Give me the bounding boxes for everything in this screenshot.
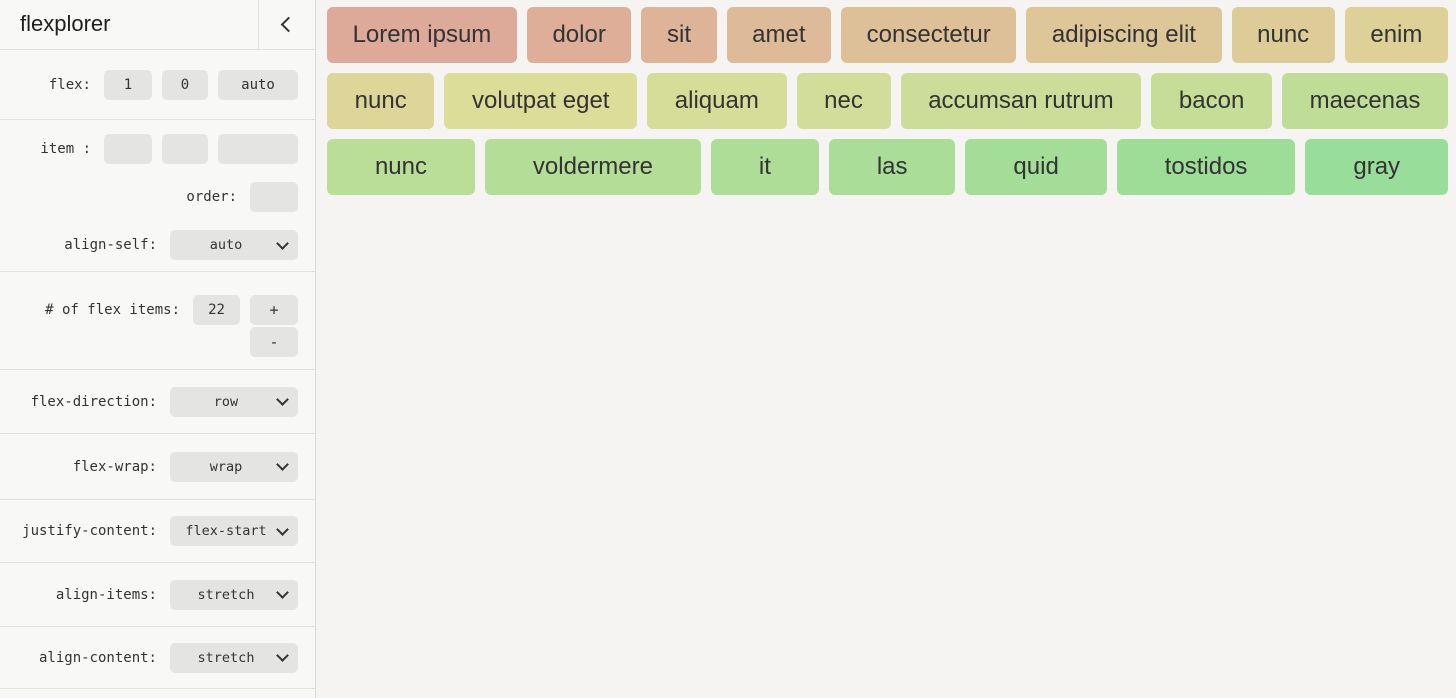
flex-item[interactable]: gray — [1305, 139, 1449, 195]
flex-grow-input[interactable] — [104, 69, 152, 100]
align-self-label: align-self: — [64, 237, 157, 253]
chevron-down-icon — [276, 236, 289, 250]
flex-item[interactable]: nunc — [327, 73, 435, 129]
flex-item[interactable]: it — [710, 139, 819, 195]
flex-item[interactable]: maecenas — [1281, 73, 1449, 129]
flex-direction-value: row — [213, 393, 239, 410]
flex-item[interactable]: aliquam — [647, 73, 787, 129]
app-title: flexplorer — [20, 11, 111, 36]
flex-wrap-label: flex-wrap: — [72, 458, 157, 475]
item-flex-row: item : — [40, 134, 298, 164]
align-content-section: align-content: stretch — [0, 627, 315, 689]
flex-item[interactable]: voldermere — [484, 139, 701, 195]
item-label: item : — [40, 141, 91, 157]
sidebar: flexplorer flex: item : order: al — [0, 0, 316, 698]
sidebar-header: flexplorer — [0, 0, 315, 50]
add-item-button[interactable]: + — [250, 295, 298, 325]
align-items-value: stretch — [197, 586, 255, 603]
justify-content-section: justify-content: flex-start — [0, 500, 315, 563]
flex-direction-section: flex-direction: row — [0, 370, 315, 434]
chevron-down-icon — [276, 393, 289, 406]
chevron-down-icon — [276, 522, 289, 536]
align-self-row: align-self: auto — [64, 230, 298, 260]
flex-direction-select[interactable]: row — [170, 386, 298, 417]
chevron-down-icon — [276, 649, 289, 662]
flex-wrap-section: flex-wrap: wrap — [0, 434, 315, 500]
align-items-section: align-items: stretch — [0, 563, 315, 627]
flex-wrap-value: wrap — [209, 458, 243, 475]
justify-content-select[interactable]: flex-start — [170, 516, 298, 546]
flex-shrink-input[interactable] — [162, 69, 208, 100]
flex-item[interactable]: sit — [641, 7, 717, 63]
item-section: item : order: align-self: auto — [0, 120, 315, 272]
align-self-select[interactable]: auto — [170, 230, 298, 260]
align-items-select[interactable]: stretch — [170, 579, 298, 610]
flex-item[interactable]: adipiscing elit — [1026, 7, 1222, 63]
remove-item-button[interactable]: - — [250, 327, 298, 357]
flex-shorthand-section: flex: — [0, 50, 315, 120]
align-items-label: align-items: — [55, 586, 157, 603]
flex-item[interactable]: las — [828, 139, 956, 195]
justify-content-label: justify-content: — [22, 523, 157, 539]
collapse-sidebar-button[interactable] — [258, 0, 315, 49]
chevron-down-icon — [276, 458, 289, 471]
flex-item[interactable]: nunc — [327, 139, 475, 195]
justify-content-value: flex-start — [185, 523, 267, 539]
flex-wrap-select[interactable]: wrap — [170, 451, 298, 482]
item-flex-basis-input[interactable] — [218, 134, 298, 164]
flex-item[interactable]: Lorem ipsum — [327, 7, 517, 63]
flex-item[interactable]: dolor — [526, 7, 632, 63]
order-row: order: — [186, 182, 298, 212]
order-label: order: — [186, 189, 237, 205]
item-count-section: # of flex items: + - — [0, 272, 315, 370]
align-content-value: stretch — [197, 649, 255, 666]
chevron-down-icon — [276, 586, 289, 599]
flex-item[interactable]: bacon — [1151, 73, 1272, 129]
flex-item[interactable]: consectetur — [841, 7, 1017, 63]
item-count-input[interactable] — [193, 295, 240, 325]
align-self-value: auto — [209, 237, 243, 253]
flex-item[interactable]: amet — [726, 7, 832, 63]
flex-item[interactable]: quid — [965, 139, 1107, 195]
flex-basis-input[interactable] — [218, 69, 298, 100]
chevron-left-icon — [280, 16, 297, 33]
flex-item[interactable]: volutpat eget — [444, 73, 638, 129]
align-content-select[interactable]: stretch — [170, 642, 298, 673]
item-count-label: # of flex items: — [45, 302, 180, 318]
item-flex-grow-input[interactable] — [104, 134, 152, 164]
flex-item[interactable]: enim — [1344, 7, 1448, 63]
flex-item[interactable]: tostidos — [1116, 139, 1296, 195]
flex-direction-label: flex-direction: — [30, 393, 157, 410]
align-content-label: align-content: — [38, 649, 157, 666]
flex-item[interactable]: nunc — [1231, 7, 1335, 63]
item-count-stepper: + - — [250, 295, 298, 357]
item-flex-shrink-input[interactable] — [162, 134, 208, 164]
flex-item[interactable]: accumsan rutrum — [900, 73, 1142, 129]
flex-label: flex: — [48, 76, 91, 93]
order-input[interactable] — [250, 182, 298, 212]
flex-item[interactable]: nec — [796, 73, 891, 129]
